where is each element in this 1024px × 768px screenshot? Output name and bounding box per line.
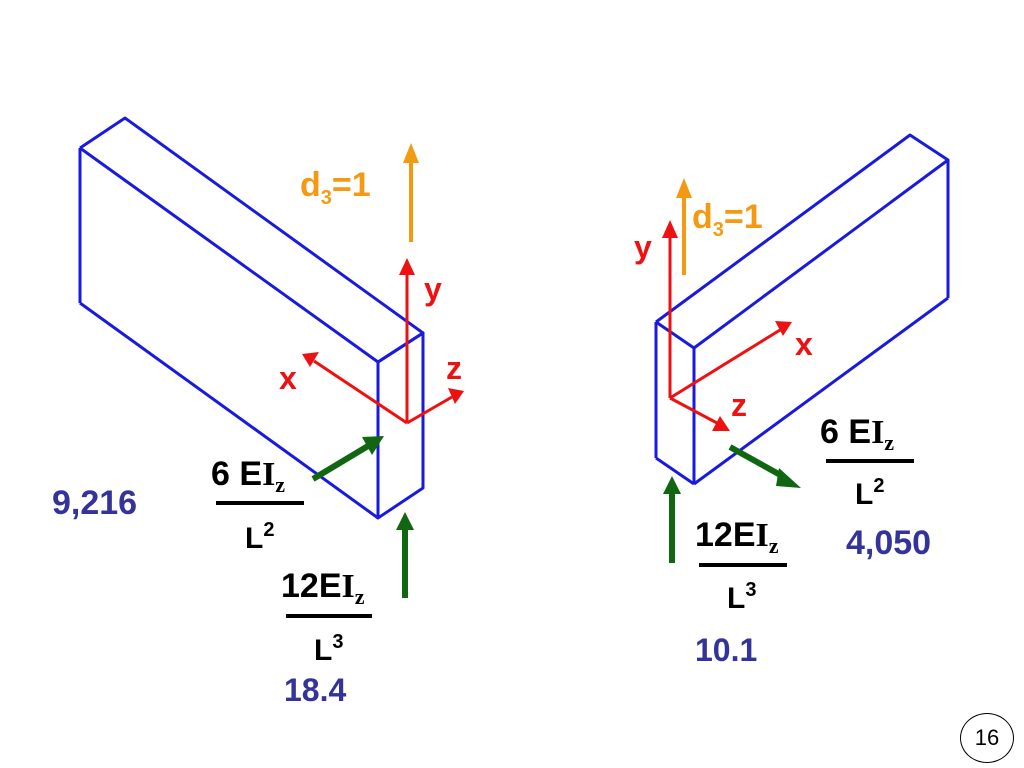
left-z-label: z [446, 350, 462, 386]
right-x-label: x [795, 326, 813, 362]
right-shear-arrow [663, 476, 681, 563]
right-beam-top-face [655, 133, 950, 350]
left-shear-denominator: L3 [314, 631, 343, 667]
right-shear-denominator: L3 [727, 579, 756, 615]
right-displacement-arrow [676, 178, 692, 275]
left-axes [302, 258, 464, 425]
left-shear-numerator: 12EIz [281, 567, 365, 609]
right-displacement-label: d3=1 [692, 198, 763, 241]
right-shear-value: 10.1 [695, 632, 757, 668]
right-y-axis-head [662, 220, 678, 238]
left-shear-value: 18.4 [284, 672, 346, 708]
left-moment-arrow [311, 436, 384, 482]
left-displacement-label: d3=1 [300, 166, 371, 209]
right-x-axis [669, 328, 781, 400]
left-moment-formula: 6 EIz L2 [211, 455, 304, 555]
left-shear-formula: 12EIz L3 [281, 567, 372, 667]
left-moment-denominator: L2 [245, 519, 274, 555]
left-shear-arrow [396, 512, 414, 598]
left-y-axis-head [399, 258, 415, 275]
right-x-axis-head [775, 321, 792, 336]
right-axes [662, 220, 792, 431]
left-z-axis-head [448, 388, 464, 404]
left-x-axis [313, 359, 408, 425]
page-number: 16 [960, 713, 1014, 763]
left-y-label: y [424, 271, 442, 307]
left-displacement-arrow [403, 143, 419, 242]
right-shear-numerator: 12EIz [695, 516, 779, 558]
right-moment-value: 4,050 [846, 524, 931, 562]
left-moment-value: 9,216 [52, 484, 137, 522]
right-z-label: z [731, 387, 747, 423]
right-y-label: y [634, 229, 652, 265]
right-shear-formula: 12EIz L3 [695, 516, 787, 615]
right-moment-denominator: L2 [855, 475, 884, 511]
right-z-axis [669, 396, 718, 425]
right-moment-numerator: 6 EIz [820, 413, 894, 455]
right-moment-arrow [728, 444, 801, 488]
left-z-axis [406, 395, 453, 425]
left-x-label: x [279, 360, 297, 396]
right-z-axis-head [712, 416, 730, 431]
left-moment-numerator: 6 EIz [211, 455, 285, 497]
left-beam-top-face [79, 116, 425, 364]
right-beam [654, 133, 950, 486]
left-x-axis-head [302, 352, 319, 367]
left-beam-bottom-edge [79, 301, 379, 520]
right-beam-bottom-left [655, 456, 695, 486]
left-beam-end-face [376, 331, 425, 520]
right-moment-formula: 6 EIz L2 [820, 413, 914, 511]
